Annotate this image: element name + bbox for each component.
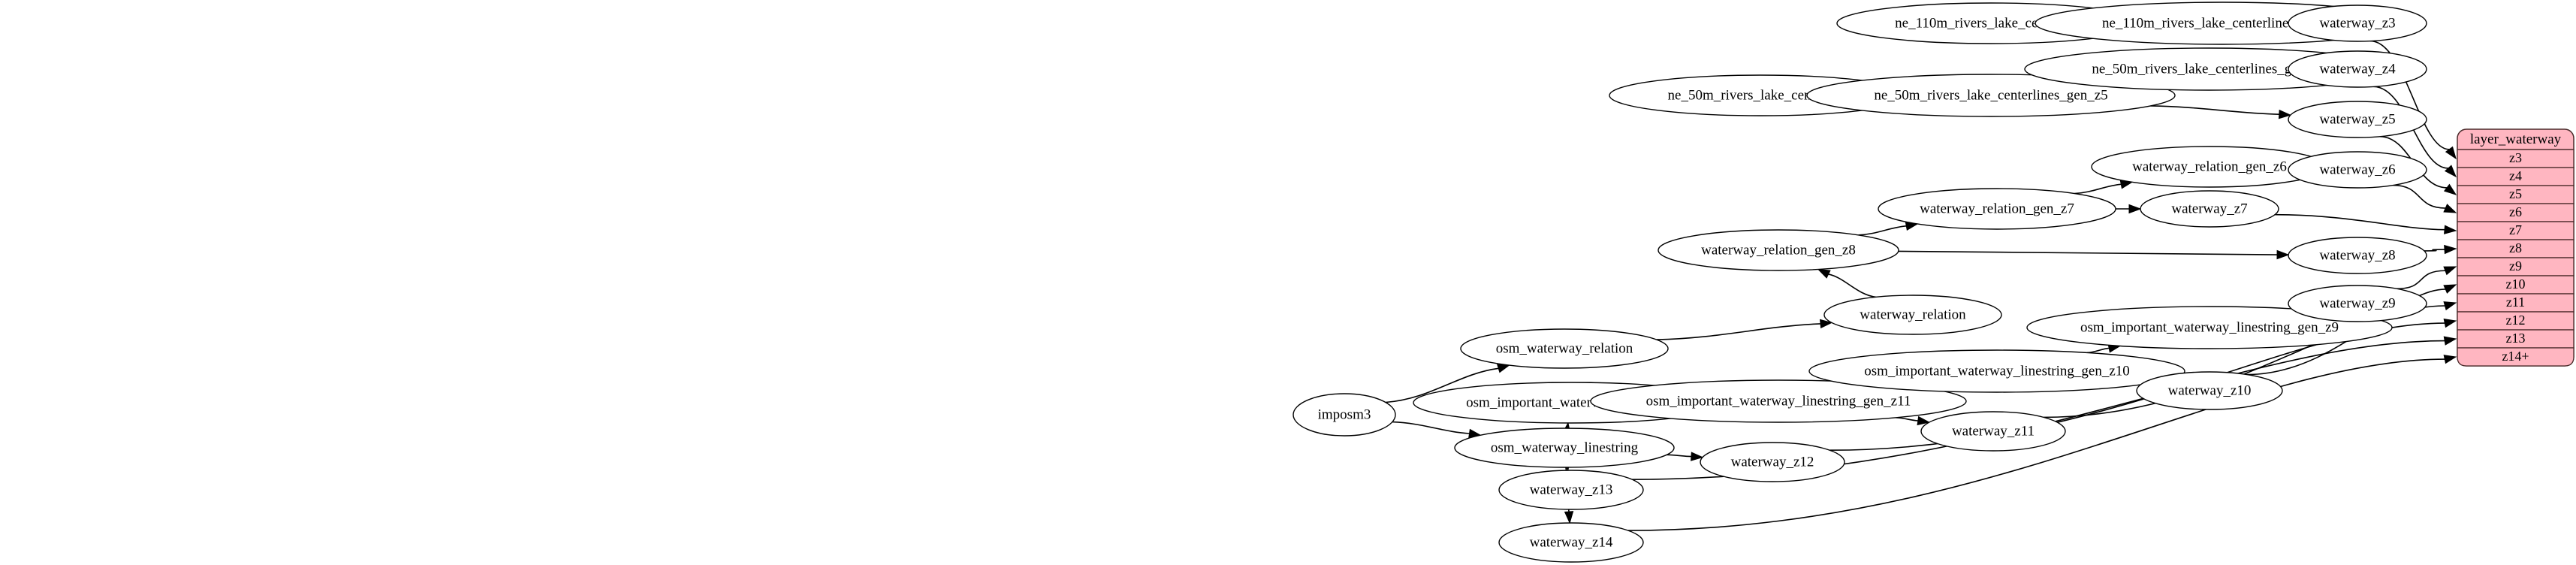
node-ellipse-waterway_z14 (1498, 522, 1644, 563)
edge-arrowhead (2443, 355, 2457, 364)
layer-waterway-row-z10[interactable] (2457, 275, 2574, 295)
edge-arrowhead (2444, 244, 2457, 255)
layer-waterway-row-z7[interactable] (2457, 221, 2574, 240)
edge-arrowhead (2443, 284, 2457, 294)
edge-waterway_relation-to-waterway_relation_gen_z8 (1828, 273, 1876, 298)
node-ellipse-osm_important_waterway_linestring_gen_z9 (2026, 306, 2393, 349)
edge-arrowhead (2443, 183, 2457, 195)
node-waterway_z12[interactable]: waterway_z12 (1700, 442, 1845, 482)
edge-osm_important_waterway_linestring_gen_z11-to-waterway_z11 (1896, 417, 1918, 421)
node-ellipse-osm_waterway_linestring (1454, 428, 1675, 468)
node-waterway_z6[interactable]: waterway_z6 (2288, 151, 2427, 189)
edge-ne_50m_rivers_lake_centerlines_gen_z5-to-waterway_z5 (2150, 105, 2279, 115)
edge-arrowhead (2443, 266, 2457, 276)
layer-waterway-row-z13[interactable] (2457, 329, 2574, 349)
node-imposm3[interactable]: imposm3 (1293, 393, 1396, 437)
edge-waterway_relation_gen_z8-to-waterway_z8 (1898, 250, 2278, 255)
node-ellipse-waterway_z13 (1498, 470, 1644, 510)
node-waterway_relation[interactable]: waterway_relation (1823, 295, 2002, 335)
layer-waterway-table: z3z4z5z6z7z8z9z10z11z12z13z14+layer_wate… (2457, 128, 2574, 367)
edge-osm_waterway_linestring-to-waterway_z12 (1667, 454, 1691, 458)
edge-osm_waterway_relation-to-waterway_relation (1656, 323, 1821, 340)
node-waterway_z11[interactable]: waterway_z11 (1920, 411, 2066, 452)
layer-waterway-row-z4[interactable] (2457, 167, 2574, 186)
node-ellipse-imposm3 (1293, 393, 1396, 437)
edge-waterway_z14-to-layer_waterway-z14+ (1627, 358, 2445, 531)
layer-waterway-row-z3[interactable] (2457, 149, 2574, 168)
node-waterway_z9[interactable]: waterway_z9 (2288, 285, 2427, 322)
node-ellipse-osm_important_waterway_linestring_gen_z11 (1590, 379, 1967, 423)
edge-arrowhead (2276, 249, 2290, 260)
node-osm_waterway_linestring[interactable]: osm_waterway_linestring (1454, 428, 1675, 468)
edge-arrowhead (2443, 204, 2457, 213)
layer-waterway-row-z5[interactable] (2457, 185, 2574, 204)
edge-arrowhead (1497, 364, 1511, 373)
edge-arrowhead (2443, 336, 2457, 346)
node-ellipse-waterway_z7 (2140, 190, 2279, 228)
edge-osm_important_waterway_linestring_gen_z10-to-osm_important_waterway_linestring_gen_z9 (2086, 347, 2110, 354)
node-waterway_relation_gen_z8[interactable]: waterway_relation_gen_z8 (1658, 229, 1899, 271)
node-waterway_z14[interactable]: waterway_z14 (1498, 522, 1644, 563)
edge-arrowhead (1917, 415, 1931, 426)
node-ellipse-waterway_relation (1823, 295, 2002, 335)
edge-waterway_z6-to-layer_waterway-z6 (2393, 184, 2446, 209)
edge-arrowhead (2445, 146, 2457, 160)
node-waterway_z8[interactable]: waterway_z8 (2288, 237, 2427, 274)
node-ellipse-waterway_relation_gen_z8 (1658, 229, 1899, 271)
layer-waterway-row-z11[interactable] (2457, 293, 2574, 313)
node-waterway_z10[interactable]: waterway_z10 (2136, 371, 2283, 410)
node-ellipse-osm_important_waterway_linestring_gen_z10 (1808, 349, 2185, 393)
node-ellipse-osm_waterway_relation (1460, 328, 1669, 369)
nodes-layer: imposm3 osm_waterway_relation osm_waterway… (1293, 2, 2427, 563)
node-ellipse-waterway_z11 (1920, 411, 2066, 452)
layer-waterway-row-z6[interactable] (2457, 203, 2574, 222)
layer-waterway-row-z9[interactable] (2457, 257, 2574, 276)
node-ellipse-waterway_z4 (2288, 50, 2427, 88)
node-ellipse-waterway_z12 (1700, 442, 1845, 482)
node-ellipse-waterway_z9 (2288, 285, 2427, 322)
node-osm_waterway_relation[interactable]: osm_waterway_relation (1460, 328, 1669, 369)
edge-arrowhead (2128, 204, 2142, 214)
node-osm_important_waterway_linestring_gen_z10[interactable]: osm_important_waterway_linestring_gen_z1… (1808, 349, 2185, 393)
edge-waterway_z7-to-layer_waterway-z7 (2275, 213, 2445, 231)
node-waterway_z3[interactable]: waterway_z3 (2288, 5, 2427, 42)
node-ellipse-waterway_relation_gen_z7 (1878, 188, 2116, 230)
node-ellipse-waterway_z5 (2288, 101, 2427, 138)
edge-waterway_relation_gen_z7-to-waterway_relation_gen_z6 (2074, 183, 2122, 195)
edge-waterway_z8-to-layer_waterway-z8 (2424, 249, 2445, 252)
edge-waterway_relation_gen_z8-to-waterway_relation_gen_z7 (1858, 225, 1907, 236)
node-waterway_z4[interactable]: waterway_z4 (2288, 50, 2427, 88)
edge-arrowhead (1819, 319, 1833, 329)
edge-arrowhead (2443, 319, 2457, 328)
node-ellipse-waterway_z3 (2288, 5, 2427, 42)
edge-imposm3-to-osm_waterway_linestring (1392, 421, 1470, 434)
edge-arrowhead (1691, 452, 1704, 461)
node-ellipse-waterway_z6 (2288, 151, 2427, 189)
edge-arrowhead (1564, 511, 1574, 524)
edge-waterway_z3-to-layer_waterway-z3 (2370, 40, 2450, 150)
edge-arrowhead (2444, 165, 2457, 178)
edge-arrowhead (2443, 301, 2457, 311)
node-ellipse-waterway_z8 (2288, 237, 2427, 274)
layer-waterway-row-z8[interactable] (2457, 239, 2574, 258)
edge-arrowhead (1817, 268, 1831, 279)
edge-imposm3-to-osm_waterway_relation (1385, 367, 1499, 403)
layer-waterway-row-z12[interactable] (2457, 311, 2574, 331)
edge-waterway_z9-to-layer_waterway-z9 (2397, 270, 2445, 290)
node-waterway_z7[interactable]: waterway_z7 (2140, 190, 2279, 228)
edge-arrowhead (2444, 225, 2457, 234)
node-ellipse-waterway_z10 (2136, 371, 2283, 410)
node-waterway_relation_gen_z7[interactable]: waterway_relation_gen_z7 (1878, 188, 2116, 230)
edge-arrowhead (2278, 109, 2292, 119)
node-waterway_z13[interactable]: waterway_z13 (1498, 470, 1644, 510)
node-waterway_z5[interactable]: waterway_z5 (2288, 101, 2427, 138)
layer-waterway-row-z14plus[interactable] (2457, 347, 2574, 367)
